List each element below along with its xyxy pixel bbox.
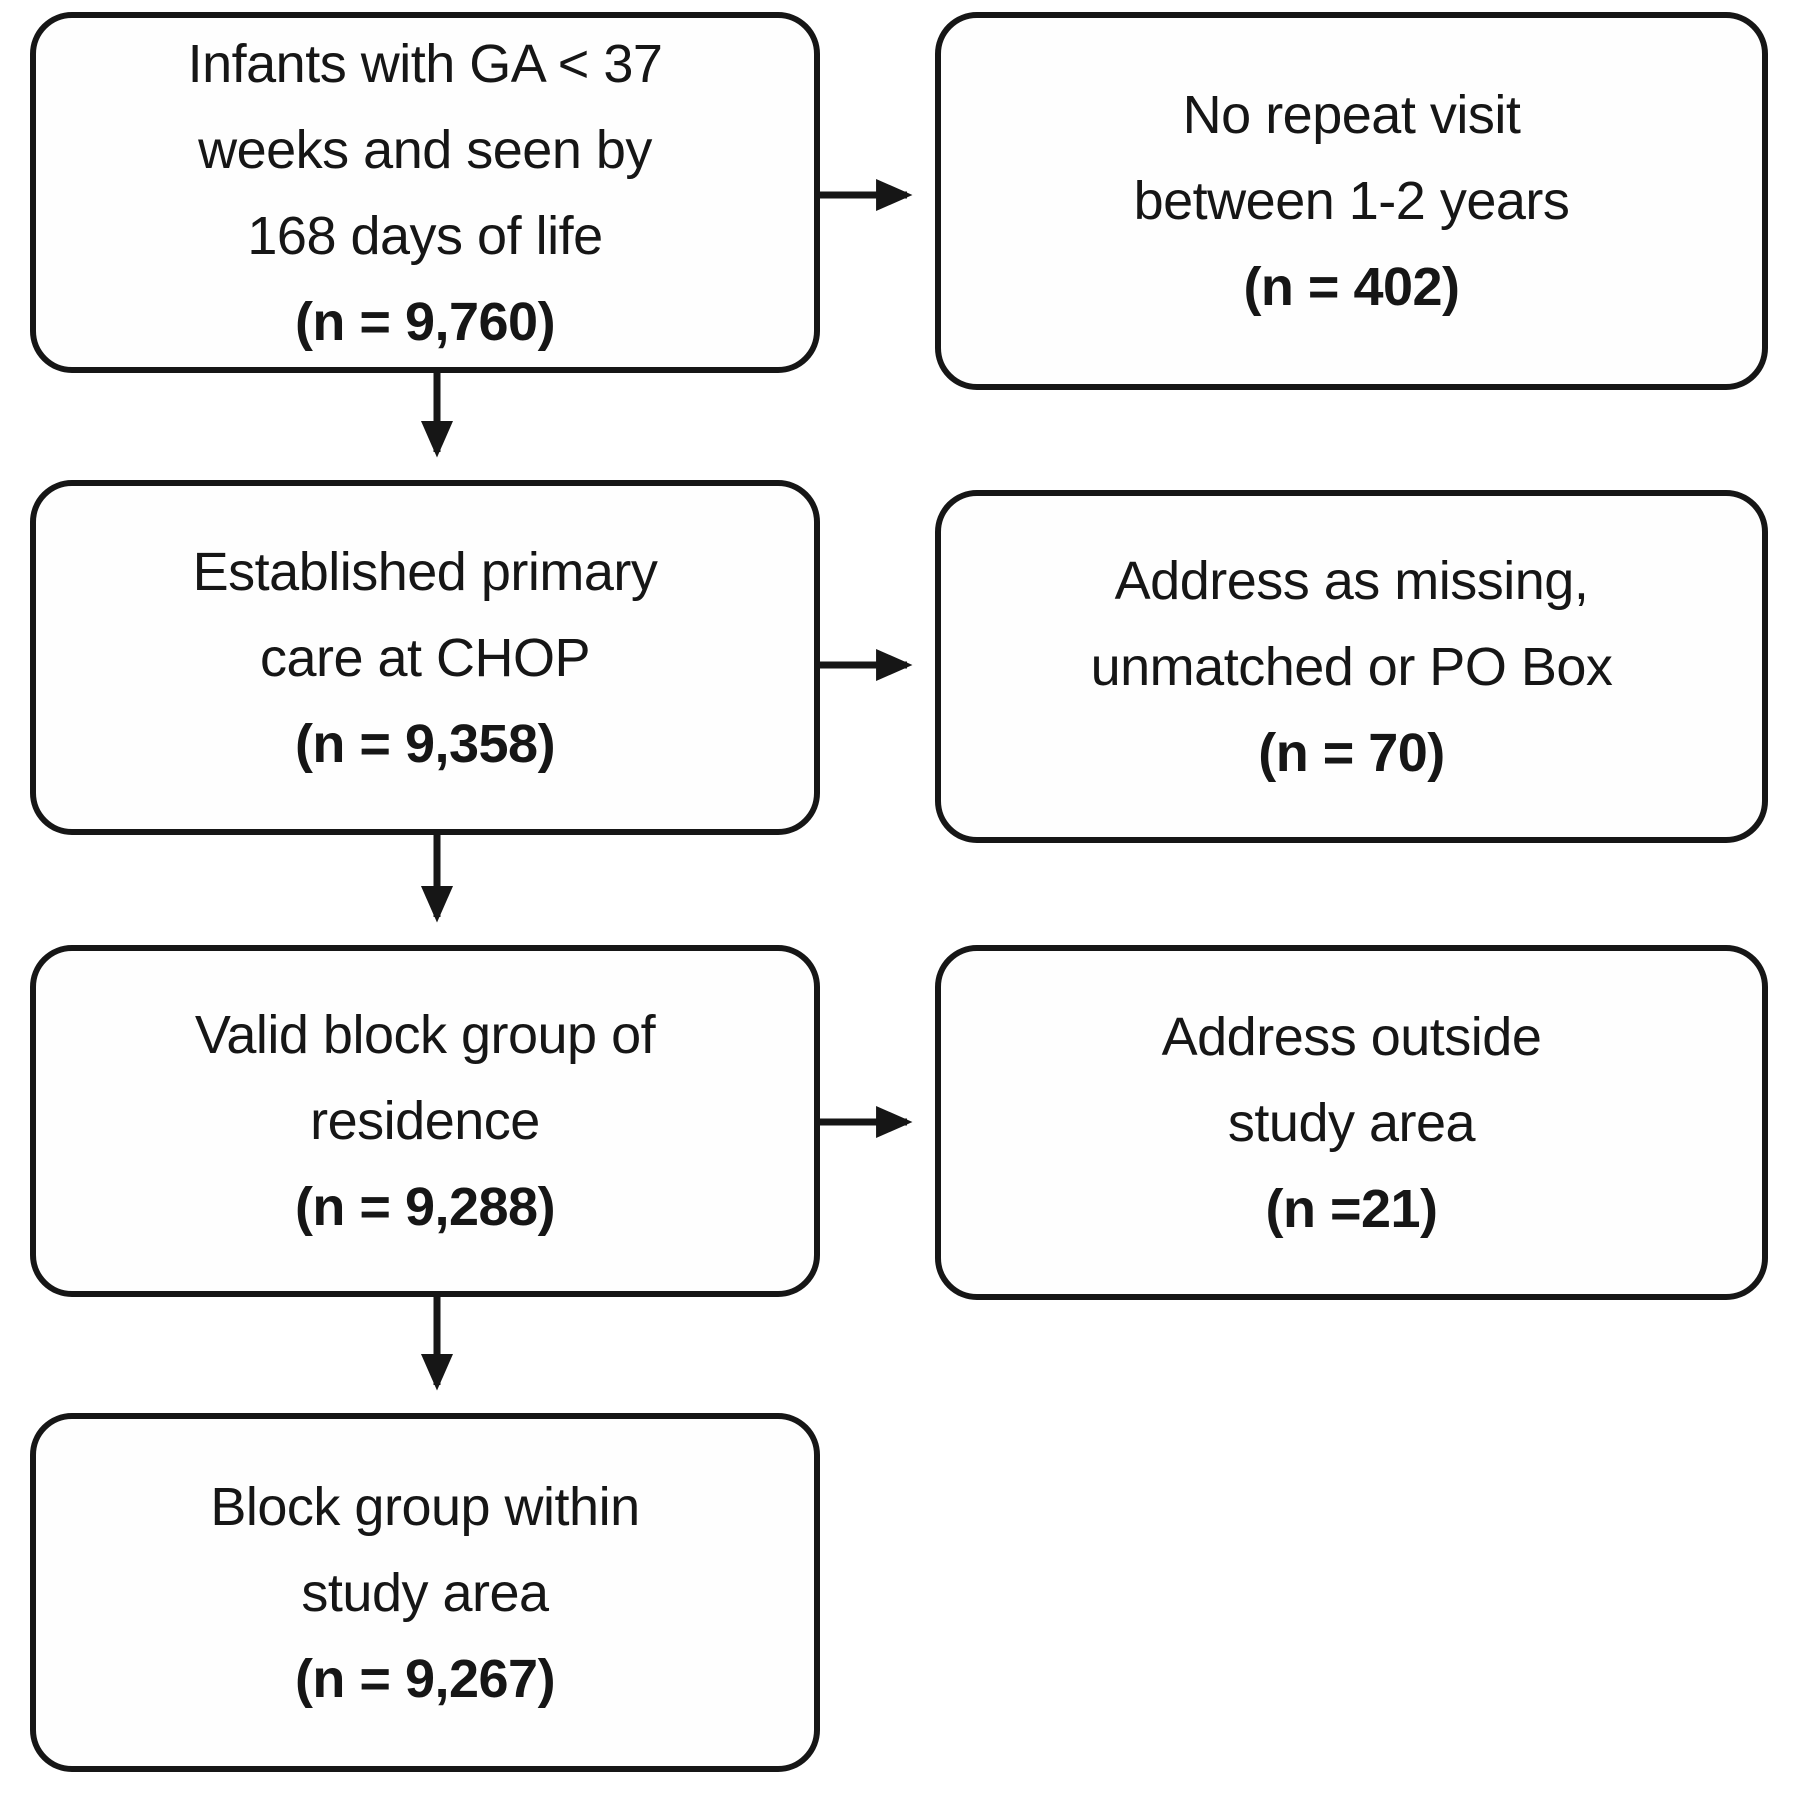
flow-box-address-outside: Address outside study area (n =21) <box>935 945 1768 1300</box>
box-text-line: 168 days of life <box>247 205 603 266</box>
box-text-line: care at CHOP <box>259 627 591 688</box>
n-count-label: (n = 9,358) <box>294 713 556 774</box>
box-text-line: study area <box>1227 1092 1476 1153</box>
flow-box-address-missing: Address as missing, unmatched or PO Box … <box>935 490 1768 843</box>
box-text-line: Address as missing, <box>1114 550 1589 611</box>
flow-box-infants-ga: Infants with GA < 37 weeks and seen by 1… <box>30 12 820 373</box>
box-text-line: Infants with GA < 37 <box>187 33 663 94</box>
n-count-label: (n = 9,288) <box>294 1177 556 1237</box>
n-count-label: (n = 402) <box>1243 257 1460 317</box>
flow-box-valid-block-group: Valid block group of residence (n = 9,28… <box>30 945 820 1297</box>
flow-box-block-group-within: Block group within study area (n = 9,267… <box>30 1413 820 1772</box>
flow-box-established-primary-care: Established primary care at CHOP (n = 9,… <box>30 480 820 835</box>
box-text-line: between 1-2 years <box>1133 171 1570 231</box>
n-count-label: (n = 70) <box>1258 722 1445 783</box>
n-count-label: (n =21) <box>1265 1178 1438 1239</box>
box-text-line: weeks and seen by <box>198 119 652 180</box>
box-text-line: Address outside <box>1161 1006 1542 1067</box>
box-text-line: Established primary <box>192 541 658 602</box>
n-count-label: (n = 9,760) <box>294 291 556 352</box>
box-text-line: study area <box>301 1562 549 1623</box>
n-count-label: (n = 9,267) <box>294 1648 556 1709</box>
box-text-line: No repeat visit <box>1182 85 1521 145</box>
box-text-line: residence <box>310 1091 540 1151</box>
box-text-line: Block group within <box>210 1476 640 1537</box>
box-text-line: unmatched or PO Box <box>1090 636 1613 697</box>
flow-box-no-repeat-visit: No repeat visit between 1-2 years (n = 4… <box>935 12 1768 390</box>
box-text-line: Valid block group of <box>194 1005 656 1065</box>
